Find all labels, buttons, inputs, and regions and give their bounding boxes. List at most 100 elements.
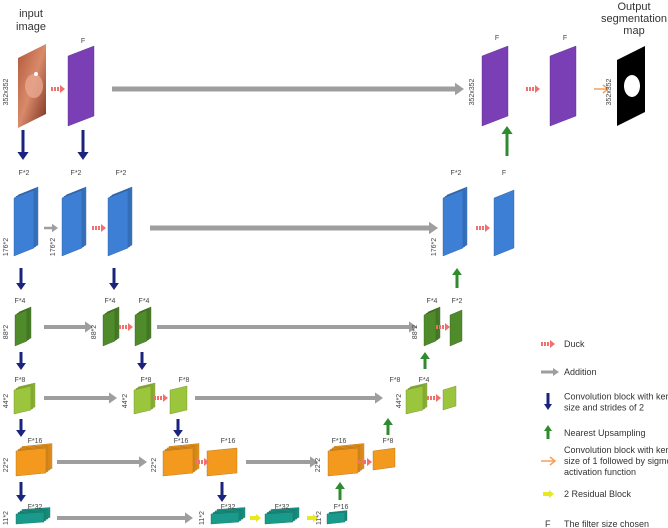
duck-arrow-l1-b — [92, 224, 106, 232]
block-l2-out — [449, 309, 463, 347]
addition-arrow-l1-skip — [150, 221, 438, 235]
conv-arrow-l1-a — [16, 268, 26, 290]
label-l5-a: F*32 — [28, 504, 43, 511]
duck-arrow-l1-decoder — [476, 224, 490, 232]
level-label-l0-input: 352x352 — [3, 78, 10, 105]
duck-arrow-l0-decoder — [526, 85, 540, 93]
label-l2-decoder: F*4 — [427, 298, 438, 305]
upsample-arrow-l3 — [383, 418, 393, 435]
label-l1-out: F — [502, 170, 506, 177]
label-l2-b: F*4 — [105, 298, 116, 305]
addition-arrow-l3-skip — [195, 392, 383, 404]
output-title-line3: map — [623, 25, 644, 37]
legend-label: size and strides of 2 — [564, 403, 644, 413]
input-title-line1: input — [19, 8, 43, 20]
legend-label: activation function — [564, 467, 636, 477]
duck-arrow-l3-decoder — [427, 394, 441, 402]
residual-arrow-l5-a — [250, 514, 261, 522]
output-title-line1: Output — [617, 1, 650, 13]
block-l2-b — [102, 306, 120, 347]
label-l1-decoder: F*2 — [451, 170, 462, 177]
block-l1-a — [13, 186, 39, 257]
block-l4-a — [15, 443, 53, 477]
addition-arrow-l4-c — [246, 456, 318, 468]
level-label-l1-a: 176*2 — [3, 238, 10, 256]
label-l1-b: F*2 — [71, 170, 82, 177]
legend-label: 2 Residual Block — [564, 489, 632, 499]
label-l0-out-f: F — [563, 35, 567, 42]
label-l4-decoder: F*16 — [332, 438, 347, 445]
block-l5-a — [15, 507, 51, 525]
addition-arrow-l2-a — [44, 321, 93, 333]
level-label-l5-d: 11*2 — [316, 511, 323, 525]
block-l2-c — [134, 306, 152, 347]
label-l2-a: F*4 — [15, 298, 26, 305]
filter-letter-icon: F — [545, 519, 551, 528]
upsample-arrow-l4 — [335, 482, 345, 500]
addition-arrow-l2-skip — [157, 321, 417, 333]
legend-label: Addition — [564, 367, 597, 377]
level-label-l4-decoder: 22*2 — [315, 458, 322, 473]
upsample-arrow-l1 — [452, 268, 462, 288]
legend-label: The filter size chosen — [564, 519, 649, 528]
block-l0-out-f — [549, 45, 577, 127]
label-l1-a: F*2 — [19, 170, 30, 177]
level-label-l5-a: 11*2 — [3, 511, 10, 525]
label-l2-c: F*4 — [139, 298, 150, 305]
block-l3-decoder — [405, 382, 428, 415]
conv-arrow-l1-c — [109, 268, 119, 290]
addition-arrow-l5-a — [57, 512, 193, 524]
block-l4-out — [372, 447, 396, 471]
conv-arrow-l3-a — [16, 419, 26, 437]
conv-arrow-l4-c — [217, 482, 227, 502]
sigmoid-arrow-l0 — [594, 84, 610, 94]
addition-arrow-icon — [541, 368, 559, 376]
label-l3-a: F*8 — [15, 377, 26, 384]
duck-arrow-icon — [541, 340, 555, 348]
block-l1-c — [107, 186, 133, 257]
conv-arrow-l2-a — [16, 352, 26, 370]
block-l0-decoder-f — [481, 45, 509, 127]
label-l4-out: F*8 — [383, 438, 394, 445]
duck-arrow-l4-b — [195, 458, 209, 466]
label-l4-a: F*16 — [28, 438, 43, 445]
upsample-arrow-icon — [544, 425, 552, 439]
label-l0-decoder-f: F — [495, 35, 499, 42]
level-label-l2-a: 88*2 — [3, 325, 10, 340]
level-label-l3-a: 44*2 — [3, 394, 10, 409]
addition-arrow-l0-skip — [112, 82, 464, 96]
upsample-arrow-l2 — [420, 352, 430, 369]
block-l0-f — [67, 45, 95, 127]
label-l5-b: F*32 — [221, 504, 236, 511]
block-l1-b — [61, 186, 87, 257]
label-l4-b: F*16 — [174, 438, 189, 445]
sigmoid-arrow-icon — [541, 456, 557, 466]
addition-arrow-l1-a — [44, 223, 58, 233]
block-l1-decoder — [442, 186, 468, 257]
level-label-l0-decoder: 352x352 — [469, 78, 476, 105]
level-label-l2-b: 88*2 — [91, 325, 98, 340]
label-l3-b: F*8 — [141, 377, 152, 384]
label-l4-c: F*16 — [221, 438, 236, 445]
legend-label: Convolution block with kernel — [564, 445, 668, 455]
conv-arrow-l0-f — [77, 130, 89, 160]
block-l4-c — [206, 447, 238, 477]
block-l2-decoder — [423, 306, 441, 347]
level-label-l4-a: 22*2 — [3, 458, 10, 473]
addition-arrow-l3-a — [44, 392, 117, 404]
duck-arrow-l0-input — [51, 85, 65, 93]
block-l1-out — [493, 189, 515, 257]
svg-text:F: F — [545, 519, 551, 528]
level-label-l4-b: 22*2 — [151, 458, 158, 473]
label-l3-c: F*8 — [179, 377, 190, 384]
legend-label: Convolution block with kernel — [564, 392, 668, 402]
block-l3-b — [133, 382, 156, 415]
level-label-l0-output: 352x352 — [606, 78, 613, 105]
upsample-arrow-l0 — [501, 126, 513, 156]
label-l2-out: F*2 — [452, 298, 463, 305]
duck-arrow-l2-b — [119, 323, 133, 331]
level-label-l1-decoder: 176*2 — [431, 238, 438, 256]
block-l5-b — [210, 507, 246, 525]
block-l3-c — [169, 385, 188, 415]
residual-arrow-l5-b — [307, 514, 318, 522]
